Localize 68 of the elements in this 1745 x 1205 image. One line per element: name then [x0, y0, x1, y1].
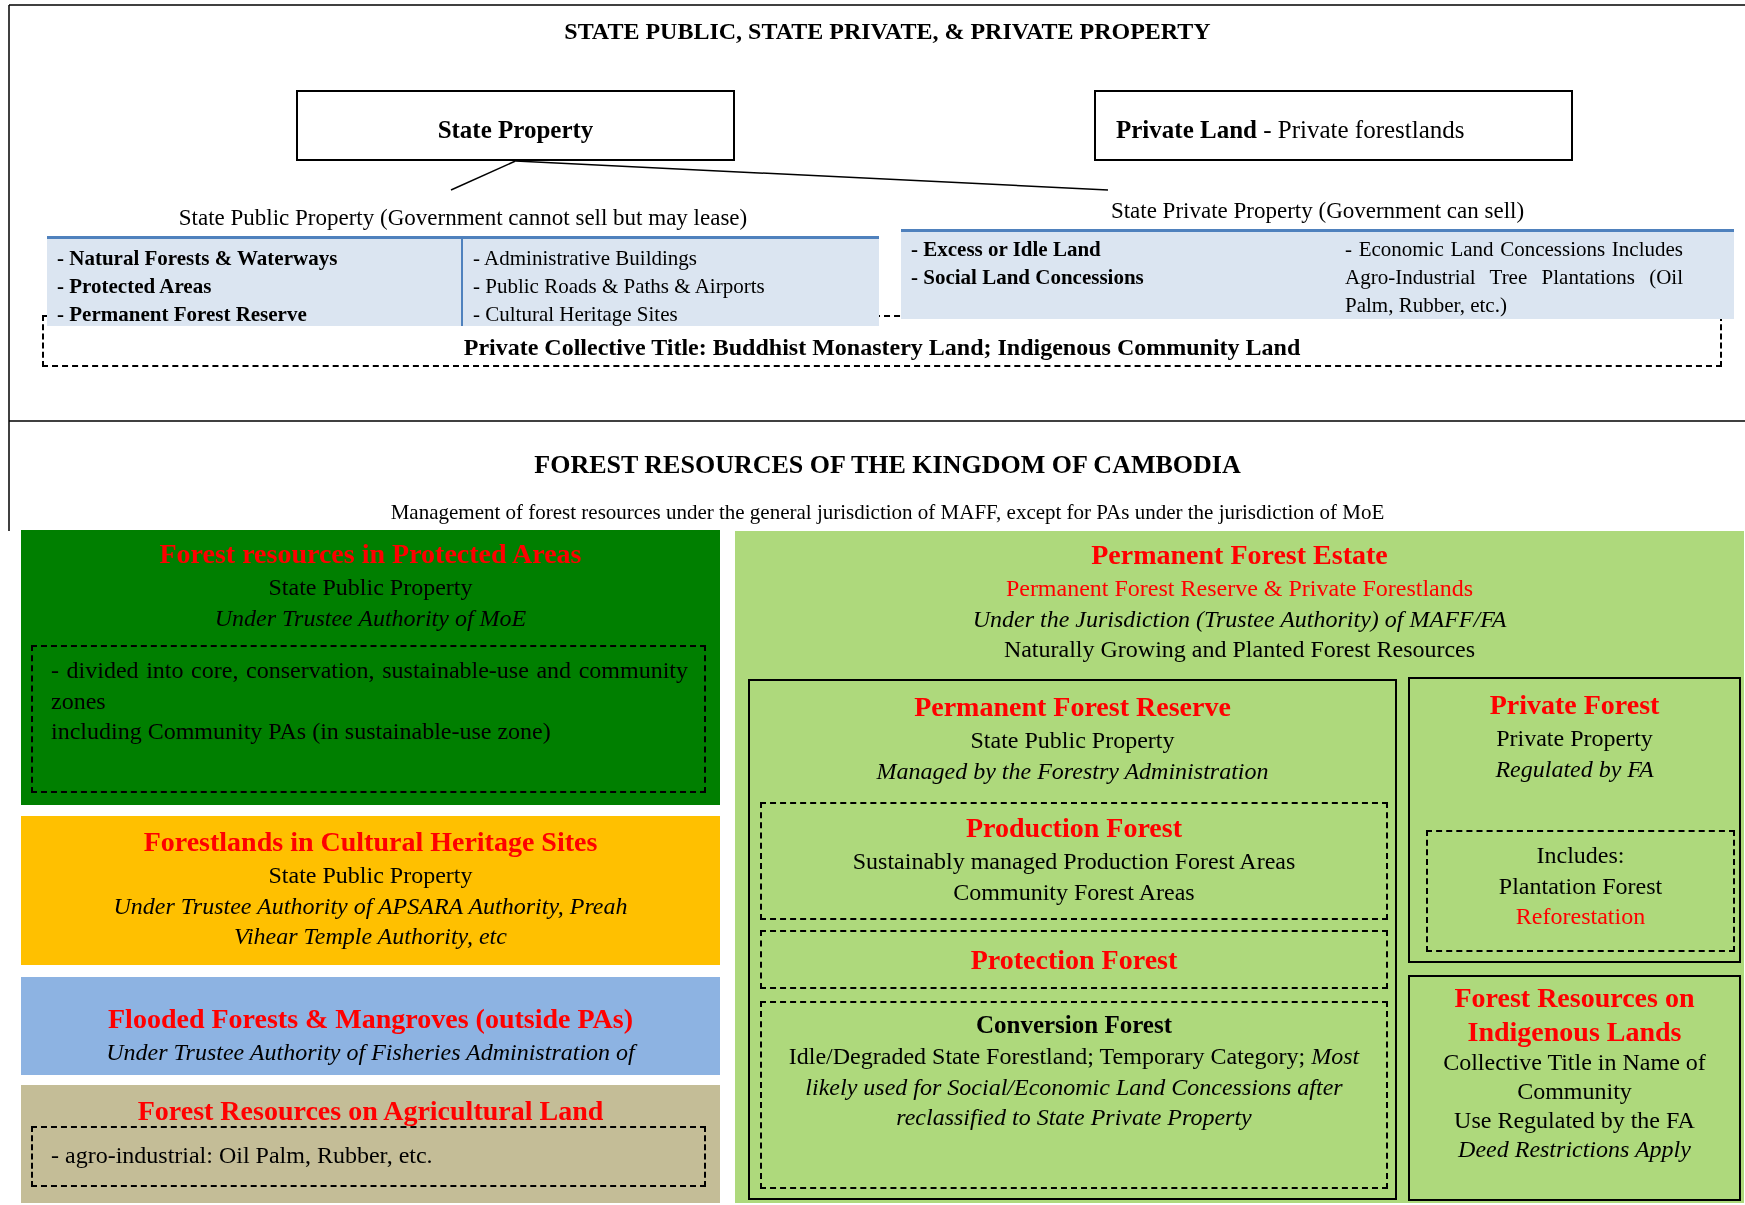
box-heading: Private Forest [1488, 688, 1661, 722]
box-heading: Forestlands in Cultural Heritage Sites [142, 825, 599, 859]
box-text: Idle/Degraded State Forestland; Temporary Category; Most likely used for Social/Economic Land Concessions after reclassified to State Private Property [787, 1042, 1361, 1133]
band-heading: State Private Property (Government can sell) [1109, 198, 1526, 224]
box-heading: Forest resources in Protected Areas [158, 537, 583, 571]
box-text: Private Collective Title: Buddhist Monastery Land; Indigenous Community Land [462, 333, 1302, 362]
box-text: Naturally Growing and Planted Forest Resources [1002, 635, 1477, 665]
category-box [748, 679, 1397, 1200]
list-item: - Social Land Concessions [911, 264, 1145, 291]
dashed-box [760, 930, 1388, 989]
category-box [735, 531, 1744, 1203]
box-text: Deed Restrictions Apply [1457, 1134, 1692, 1164]
box-text: Sustainably managed Production Forest Areas [851, 846, 1297, 876]
box-text: Plantation Forest [1497, 871, 1664, 901]
box-text: Under Trustee Authority of APSARA Authority, Preah Vihear Temple Authority, etc [112, 891, 629, 952]
box-text: State Public Property [969, 725, 1176, 755]
list-item: - Economic Land Concessions Includes Agro-Industrial Tree Plantations (Oil Palm, Rubber, etc.) [1345, 236, 1683, 319]
note-text: Management of forest resources under the general jurisdiction of MAFF, except for PAs under the jurisdiction of MoE [389, 500, 1386, 525]
category-box [21, 1085, 720, 1203]
dashed-box [31, 645, 706, 793]
box-heading: Forest Resources on Indigenous Lands [1453, 981, 1696, 1049]
section-title: STATE PUBLIC, STATE PRIVATE, & PRIVATE PROPERTY [563, 18, 1212, 45]
dashed-box [1426, 830, 1735, 952]
category-box [1408, 975, 1741, 1201]
box-text: Reforestation [1514, 902, 1647, 932]
list-item: - Protected Areas [57, 273, 213, 300]
box-text: State Public Property [267, 860, 474, 890]
box-heading: Forest Resources on Agricultural Land [136, 1094, 605, 1128]
box-text: Under Trustee Authority of MoE [213, 603, 528, 633]
box-text: Permanent Forest Reserve & Private Forestlands [1004, 573, 1475, 603]
box-text: Use Regulated by the FA [1453, 1105, 1696, 1135]
box-text: State Public Property [267, 572, 474, 602]
connector-line [450, 160, 517, 191]
band-heading: State Public Property (Government cannot sell but may lease) [177, 205, 749, 231]
list-item: - Cultural Heritage Sites [473, 301, 679, 328]
category-box [1408, 677, 1741, 963]
box-text: Under the Jurisdiction (Trustee Authority) of MAFF/FA [971, 604, 1508, 634]
list-item: - Administrative Buildings [473, 245, 698, 272]
box-text: Managed by the Forestry Administration [875, 756, 1270, 786]
box-heading: Production Forest [965, 811, 1183, 845]
category-box [21, 530, 720, 805]
box-text: Community Forest Areas [952, 877, 1196, 907]
list-item: - Excess or Idle Land [911, 236, 1102, 263]
dashed-box [760, 802, 1388, 920]
box-text: Includes: [1535, 841, 1626, 870]
list-item: - Permanent Forest Reserve [57, 301, 308, 328]
dashed-box [31, 1126, 706, 1187]
box-text: Regulated by FA [1494, 754, 1655, 784]
box-heading: Flooded Forests & Mangroves (outside PAs) [107, 1002, 634, 1036]
category-box [21, 977, 720, 1075]
box-heading: Conversion Forest [974, 1010, 1173, 1040]
section-title: FOREST RESOURCES OF THE KINGDOM OF CAMBODIA [533, 450, 1242, 480]
box-text: Collective Title in Name of Community [1442, 1048, 1707, 1106]
box-heading: Protection Forest [969, 943, 1179, 977]
box-text: including Community PAs (in sustainable-use zone) [51, 717, 552, 747]
dashed-box [760, 1001, 1388, 1189]
title-box [1094, 90, 1573, 161]
box-text: Private Property [1495, 723, 1654, 753]
box-text: State Property [436, 115, 595, 145]
box-heading: Permanent Forest Estate [1090, 538, 1389, 572]
list-item: - Public Roads & Paths & Airports [473, 273, 766, 300]
list-item: - Natural Forests & Waterways [57, 245, 339, 272]
box-text: - agro-industrial: Oil Palm, Rubber, etc. [51, 1141, 434, 1170]
box-text: Under Trustee Authority of Fisheries Administration of [31, 1036, 710, 1068]
box-text: Private Land - Private forestlands [1116, 115, 1466, 145]
category-box [21, 816, 720, 965]
box-heading: Permanent Forest Reserve [913, 690, 1232, 724]
title-box [296, 90, 735, 161]
